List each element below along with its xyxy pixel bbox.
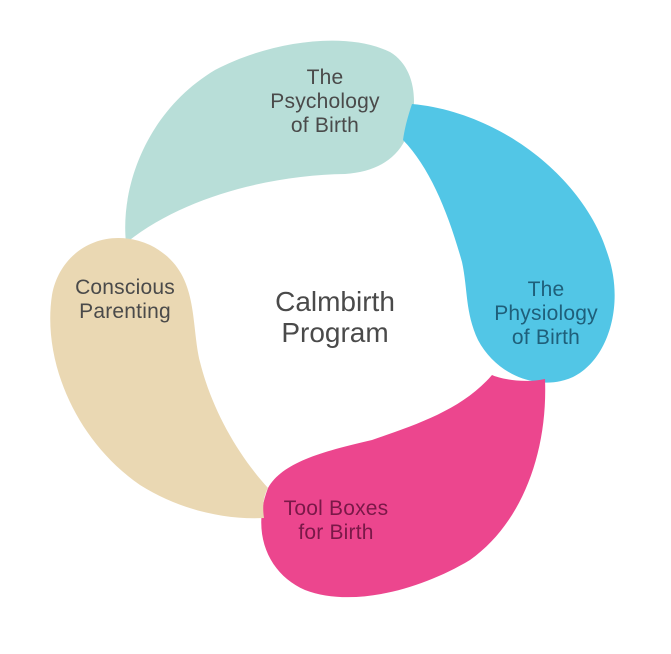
label-tool-boxes-for-birth: Tool Boxes for Birth (283, 497, 389, 544)
label-physiology-of-birth: The Physiology of Birth (494, 278, 598, 349)
label-psychology-of-birth: The Psychology of Birth (270, 66, 380, 137)
label-conscious-parenting: Conscious Parenting (75, 276, 175, 323)
segment-tool-boxes-for-birth (261, 375, 546, 598)
segment-conscious-parenting (50, 238, 268, 519)
segment-physiology-of-birth (403, 104, 615, 383)
segment-psychology-of-birth (125, 40, 415, 243)
center-title: Calmbirth Program (275, 286, 395, 348)
